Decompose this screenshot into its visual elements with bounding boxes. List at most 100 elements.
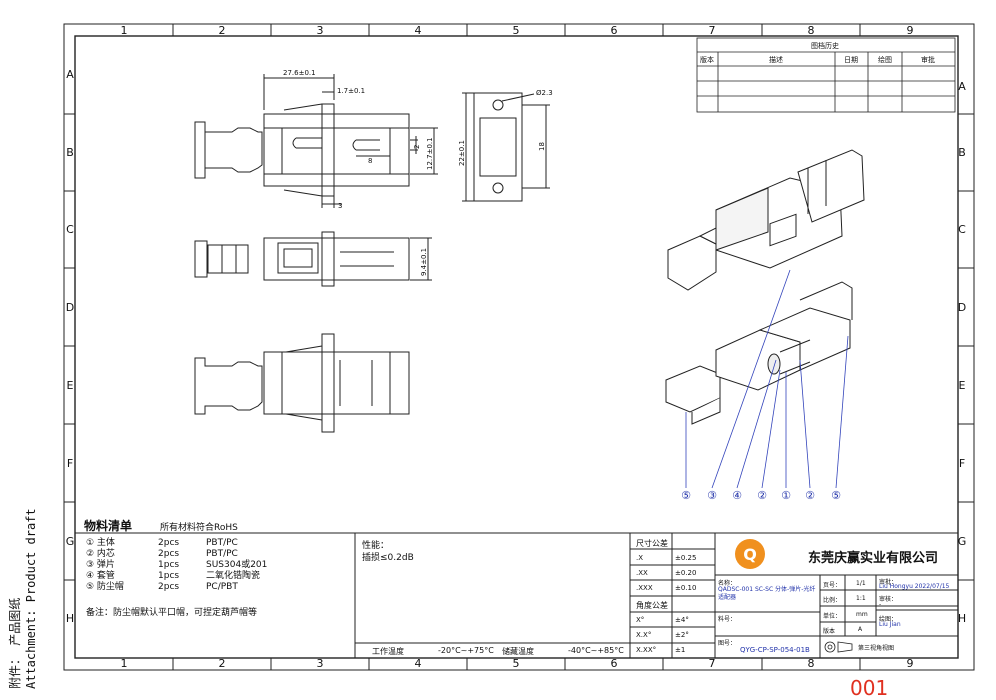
bom-item: ④ 套管: [86, 571, 115, 581]
scale-value: 1:1: [856, 595, 866, 602]
col-label-6: 6: [611, 24, 618, 37]
dim-clip-offset: 1.7±0.1: [337, 87, 365, 95]
front-view: [194, 74, 438, 208]
draw-label: 绘图：: [879, 616, 898, 623]
attachment-en-value: Product draft: [24, 508, 38, 603]
iso-view-assembled: [667, 149, 865, 291]
draw-value: Liu Jian: [879, 621, 901, 628]
bom-item: ⑤ 防尘帽: [86, 582, 124, 592]
svg-text:Q: Q: [743, 545, 757, 564]
col-label-5-bottom: 5: [513, 657, 520, 670]
bom-row: ② 内芯 2pcs PBT/PC: [86, 549, 267, 560]
name-label: 名称：: [718, 580, 737, 587]
callout-1: ①: [781, 489, 791, 502]
tolerance-title: 尺寸公差: [636, 539, 668, 548]
angle-tolerance-value: ±1: [675, 646, 686, 654]
history-header-date: 日期: [844, 56, 858, 64]
attachment-cn-value: 产品图纸: [8, 597, 22, 646]
tolerance-value: ±0.10: [675, 584, 697, 592]
review-value: Liu Hongyu 2022/07/15: [879, 583, 950, 590]
bom-material: PC/PBT: [206, 582, 238, 592]
tolerance-key: .XXX: [636, 584, 653, 592]
check-value: -: [879, 601, 882, 608]
tolerance-value: ±0.25: [675, 554, 697, 562]
end-view: [462, 92, 550, 202]
bom-item: ① 主体: [86, 538, 115, 548]
part-label: 料号：: [718, 616, 737, 623]
bom-material: PBT/PC: [206, 549, 238, 559]
dim-slot-w: 2: [413, 145, 421, 149]
dim-thickness: 9.4±0.1: [420, 248, 428, 276]
bom-qty: 2pcs: [158, 549, 180, 559]
work-temp-label: 工作温度: [372, 647, 404, 656]
attachment-cn: 附件： 产品图纸: [6, 598, 23, 689]
store-temp-value: -40°C~+85°C: [568, 646, 624, 655]
col-label-2-bottom: 2: [219, 657, 226, 670]
tolerance-key: .XX: [636, 569, 648, 577]
attachment-en-label: Attachment:: [24, 609, 38, 689]
col-label-5: 5: [513, 24, 520, 37]
bom-qty: 2pcs: [158, 582, 180, 592]
col-label-4-bottom: 4: [415, 657, 422, 670]
version-label: 版本: [823, 628, 836, 635]
dim-slot-len: 8: [368, 157, 372, 165]
store-temp-label: 储藏温度: [502, 647, 534, 656]
review-label: 审批：: [879, 579, 898, 586]
col-label-2: 2: [219, 24, 226, 37]
col-label-7-bottom: 7: [709, 657, 716, 670]
angle-tolerance-value: ±4°: [675, 616, 689, 624]
dim-width-overall: 27.6±0.1: [283, 69, 316, 77]
drawing-label: 图号：: [718, 640, 737, 647]
row-label-f-right: F: [959, 457, 965, 470]
row-label-e-right: E: [959, 379, 966, 392]
top-view: [194, 231, 432, 287]
bom-row: ⑤ 防尘帽 2pcs PC/PBT: [86, 582, 267, 593]
dim-inner-h: 12.7±0.1: [426, 137, 434, 170]
attachment-en: Attachment: Product draft: [24, 508, 38, 689]
side-view: [194, 333, 410, 433]
callout-5-left: ⑤: [681, 489, 691, 502]
history-header-drawn: 绘图: [878, 55, 892, 64]
bom-item: ② 内芯: [86, 549, 115, 559]
check-label: 审核：: [879, 596, 898, 603]
inner-border: [74, 35, 959, 659]
history-table: [696, 37, 956, 113]
projection-symbol: [824, 641, 853, 653]
angle-tolerance-key: X.XX°: [636, 646, 657, 654]
row-label-c-right: C: [958, 223, 966, 236]
performance-title: 性能：: [362, 541, 390, 551]
projection-label: 第三视角视图: [858, 645, 895, 652]
angle-tolerance-value: ±2°: [675, 631, 689, 639]
page-value: 1/1: [856, 580, 866, 587]
bom-material: SUS304或201: [206, 560, 268, 570]
scale-label: 比例：: [823, 597, 842, 604]
angle-tolerance-title: 角度公差: [636, 601, 668, 610]
history-title: 图档历史: [811, 41, 839, 50]
callout-2-left: ②: [757, 489, 767, 502]
tolerance-key: .X: [636, 554, 644, 562]
zone-ticks: [64, 24, 974, 670]
row-label-d: D: [66, 301, 74, 314]
company-name: 东莞庆赢实业有限公司: [808, 551, 939, 566]
callout-4: ④: [732, 489, 742, 502]
col-label-8-bottom: 8: [808, 657, 815, 670]
version-value: A: [858, 626, 863, 633]
row-label-g-right: G: [958, 535, 967, 548]
row-label-d-right: D: [958, 301, 966, 314]
col-label-3: 3: [317, 24, 324, 37]
bom-qty: 1pcs: [158, 571, 180, 581]
bom-qty: 1pcs: [158, 560, 180, 570]
history-header-desc: 描述: [769, 55, 783, 64]
bom-qty: 2pcs: [158, 538, 180, 548]
row-label-h: H: [66, 612, 74, 625]
col-label-4: 4: [415, 24, 422, 37]
col-label-6-bottom: 6: [611, 657, 618, 670]
dim-hole: Ø2.3: [536, 89, 553, 97]
col-label-3-bottom: 3: [317, 657, 324, 670]
callout-5-right: ⑤: [831, 489, 841, 502]
unit-value: mm: [856, 611, 868, 618]
